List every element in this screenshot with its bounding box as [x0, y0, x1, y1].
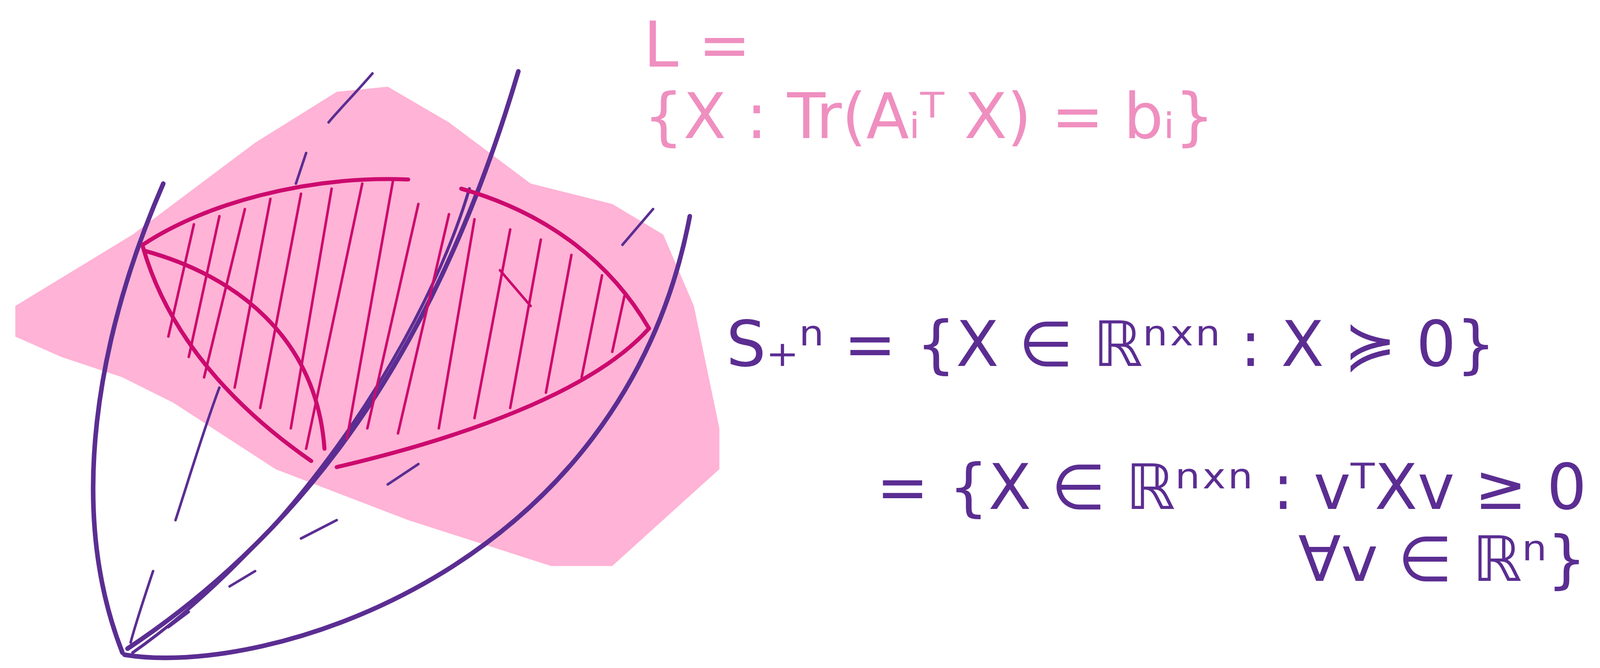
affine-plane	[15, 86, 720, 567]
set-name: L =	[643, 8, 751, 81]
cone-definition: = {X ∈ ℝⁿˣⁿ : vᵀXv ≥ 0 ∀v ∈ ℝⁿ}	[826, 451, 1587, 596]
psd-cone	[92, 71, 690, 658]
set-definition: {X : Tr(Aᵢᵀ X) = bᵢ}	[643, 80, 1215, 153]
cone-definition: S₊ⁿ = {X ∈ ℝⁿˣⁿ : X ≽ 0}	[726, 308, 1496, 381]
intersection-region	[143, 179, 649, 468]
